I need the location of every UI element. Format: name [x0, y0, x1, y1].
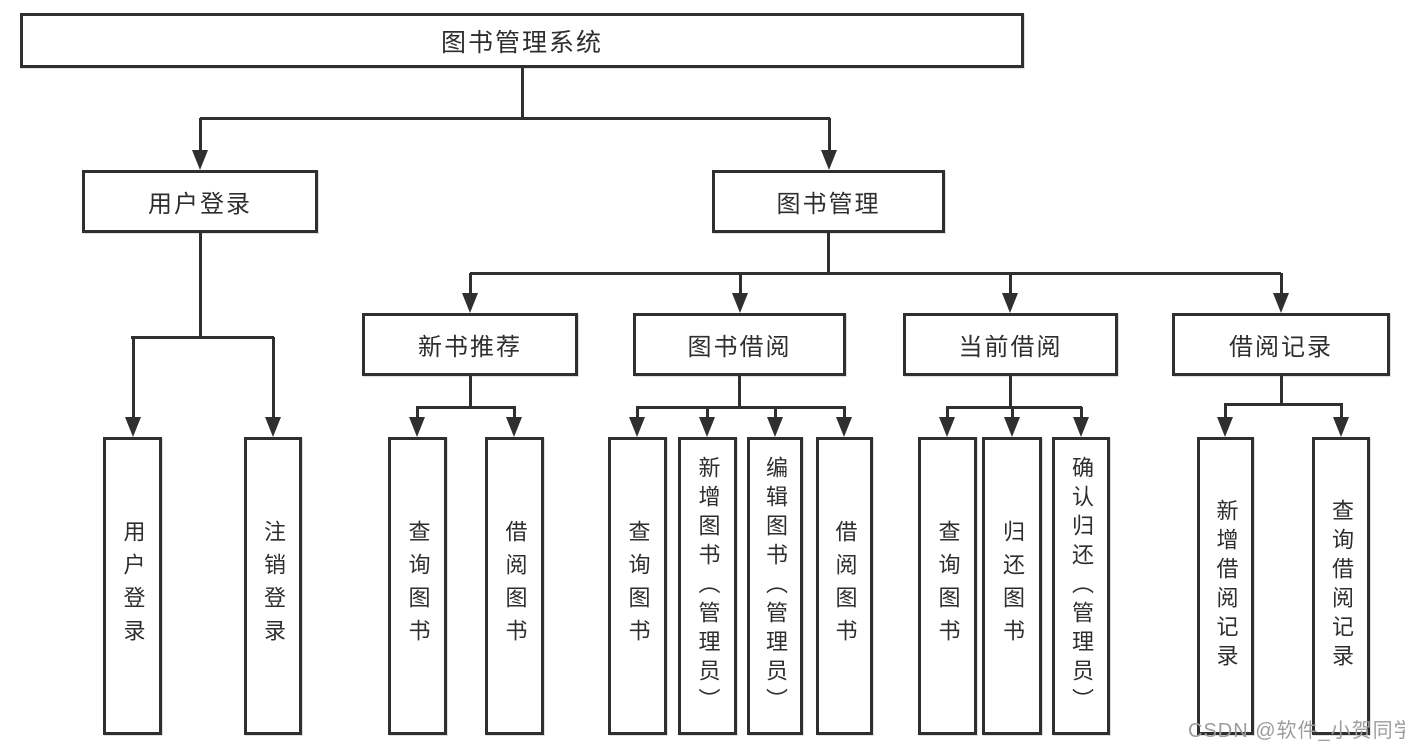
connector-line — [635, 407, 639, 421]
node-leaf-user-login: 用户登录 — [103, 437, 162, 735]
connector-arrowhead — [409, 417, 425, 437]
node-leaf-borrow-edit-books-admin: 编辑图书（管理员） — [747, 437, 803, 735]
node-label: 新增借阅记录 — [1213, 499, 1239, 673]
watermark: CSDN @软件_小贺同学 — [1188, 720, 1405, 742]
connector-arrowhead — [767, 417, 783, 437]
connector-line — [1008, 273, 1012, 297]
connector-arrowhead — [821, 150, 837, 170]
connector-line — [131, 335, 274, 339]
connector-arrowhead — [462, 293, 478, 313]
connector-line — [945, 407, 949, 421]
connector-line — [738, 273, 742, 297]
connector-line — [1279, 376, 1283, 404]
connector-arrowhead — [192, 150, 208, 170]
node-user-login: 用户登录 — [82, 170, 318, 233]
node-label: 查询图书 — [935, 520, 961, 652]
node-new-book-recommend: 新书推荐 — [362, 313, 578, 376]
connector-arrowhead — [699, 417, 715, 437]
connector-line — [826, 233, 830, 273]
connector-line — [1339, 404, 1343, 421]
node-leaf-recommend-query-books: 查询图书 — [388, 437, 447, 735]
connector-line — [636, 405, 846, 409]
connector-line — [468, 273, 472, 297]
node-label: 用户登录 — [148, 191, 252, 218]
connector-line — [512, 407, 516, 421]
node-label: 查询借阅记录 — [1329, 499, 1354, 673]
connector-line — [1224, 402, 1343, 406]
node-leaf-current-confirm-return-admin: 确认归还（管理员） — [1052, 437, 1110, 735]
connector-line — [415, 407, 419, 421]
node-label: 用户登录 — [120, 520, 146, 652]
connector-arrowhead — [1333, 417, 1349, 437]
connector-arrowhead — [506, 417, 522, 437]
node-label: 图书管理系统 — [440, 28, 603, 57]
node-leaf-current-return-books: 归还图书 — [982, 437, 1042, 735]
connector-arrowhead — [1273, 293, 1289, 313]
connector-arrowhead — [629, 417, 645, 437]
connector-line — [1008, 376, 1012, 407]
node-book-management: 图书管理 — [712, 170, 945, 233]
connector-line — [827, 118, 831, 154]
node-label: 确认归还（管理员） — [1069, 455, 1094, 717]
node-label: 新增图书（管理员） — [695, 455, 721, 717]
connector-line — [468, 376, 472, 407]
connector-line — [198, 233, 202, 337]
connector-line — [1223, 404, 1227, 421]
node-book-borrowing: 图书借阅 — [633, 313, 846, 376]
connector-line — [946, 405, 1082, 409]
connector-arrowhead — [836, 417, 852, 437]
connector-line — [416, 405, 516, 409]
connector-line — [520, 68, 524, 118]
node-leaf-recommend-borrow-books: 借阅图书 — [485, 437, 544, 735]
connector-line — [737, 376, 741, 407]
connector-line — [773, 407, 777, 421]
connector-arrowhead — [1073, 417, 1089, 437]
node-label: 借阅图书 — [502, 520, 528, 652]
connector-line — [470, 271, 1281, 275]
connector-arrowhead — [1004, 417, 1020, 437]
connector-arrowhead — [125, 417, 141, 437]
connector-arrowhead — [1217, 417, 1233, 437]
node-current-borrowing: 当前借阅 — [903, 313, 1118, 376]
node-leaf-logout: 注销登录 — [244, 437, 302, 735]
node-leaf-records-add-record: 新增借阅记录 — [1197, 437, 1254, 735]
node-leaf-borrow-query-books: 查询图书 — [608, 437, 667, 735]
node-label: 图书管理 — [776, 191, 881, 218]
node-label: 当前借阅 — [958, 334, 1063, 361]
connector-line — [1279, 273, 1283, 297]
node-label: 借阅记录 — [1229, 334, 1333, 361]
connector-line — [198, 118, 202, 154]
connector-line — [842, 407, 846, 421]
connector-arrowhead — [939, 417, 955, 437]
node-label: 编辑图书（管理员） — [763, 455, 788, 717]
node-label: 归还图书 — [1000, 520, 1025, 652]
node-leaf-borrow-add-books-admin: 新增图书（管理员） — [678, 437, 737, 735]
node-label: 注销登录 — [261, 520, 286, 652]
node-label: 查询图书 — [405, 520, 431, 652]
node-label: 新书推荐 — [418, 334, 522, 361]
connector-line — [1010, 407, 1014, 421]
connector-arrowhead — [1002, 293, 1018, 313]
node-leaf-borrow-borrow-books: 借阅图书 — [816, 437, 873, 735]
node-borrowing-records: 借阅记录 — [1172, 313, 1390, 376]
connector-line — [271, 337, 275, 421]
connector-line — [1079, 407, 1083, 421]
connector-arrowhead — [265, 417, 281, 437]
connector-line — [131, 337, 135, 421]
node-leaf-records-query-record: 查询借阅记录 — [1312, 437, 1370, 735]
node-label: 查询图书 — [625, 520, 651, 652]
connector-line — [200, 116, 830, 120]
connector-arrowhead — [732, 293, 748, 313]
node-leaf-current-query-books: 查询图书 — [918, 437, 977, 735]
node-root-library-management-system: 图书管理系统 — [20, 13, 1024, 68]
node-label: 图书借阅 — [687, 334, 792, 361]
node-label: 借阅图书 — [832, 520, 858, 652]
connector-line — [705, 407, 709, 421]
